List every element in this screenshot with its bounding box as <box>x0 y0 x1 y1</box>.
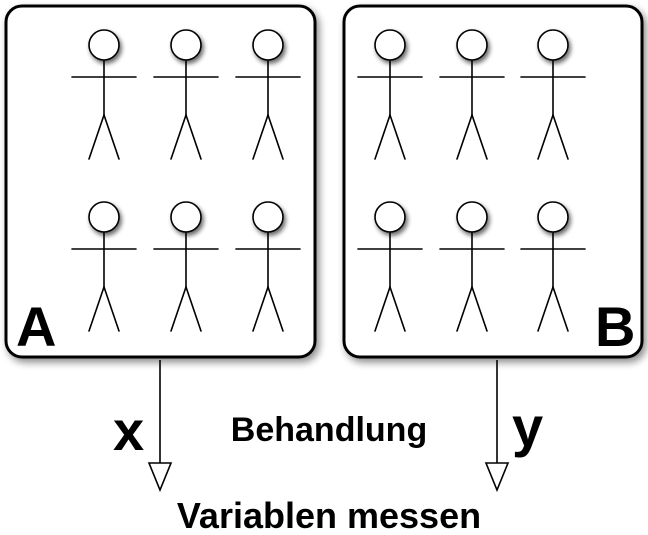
group-a-label: A <box>16 295 56 358</box>
measure-caption: Variablen messen <box>177 495 481 535</box>
stick-figure-a-4 <box>71 201 137 332</box>
arrow-b-head <box>484 462 510 493</box>
group-b-box <box>342 4 644 359</box>
group-a: A <box>4 4 317 359</box>
group-b-label: B <box>595 295 635 358</box>
group-b: B <box>342 4 644 359</box>
stick-figure-b-2 <box>439 29 505 160</box>
group-a-box <box>4 4 317 359</box>
arrow-a-head <box>147 462 173 493</box>
variable-x-label: x <box>113 399 144 462</box>
treatment-caption: Behandlung <box>231 411 427 449</box>
group-a-people <box>71 29 301 332</box>
stick-figure-b-3 <box>520 29 586 160</box>
stick-figure-b-4 <box>357 201 423 332</box>
group-b-people <box>357 29 586 332</box>
arrow-b <box>484 360 510 493</box>
stick-figure-b-5 <box>439 201 505 332</box>
stick-figure-a-5 <box>153 201 219 332</box>
stick-figure-a-3 <box>235 29 301 160</box>
stick-figure-b-1 <box>357 29 423 160</box>
arrow-a <box>147 360 173 493</box>
stick-figure-a-1 <box>71 29 137 160</box>
stick-figure-a-2 <box>153 29 219 160</box>
stick-figure-a-6 <box>235 201 301 332</box>
stick-figure-b-6 <box>520 201 586 332</box>
variable-y-label: y <box>512 395 543 458</box>
